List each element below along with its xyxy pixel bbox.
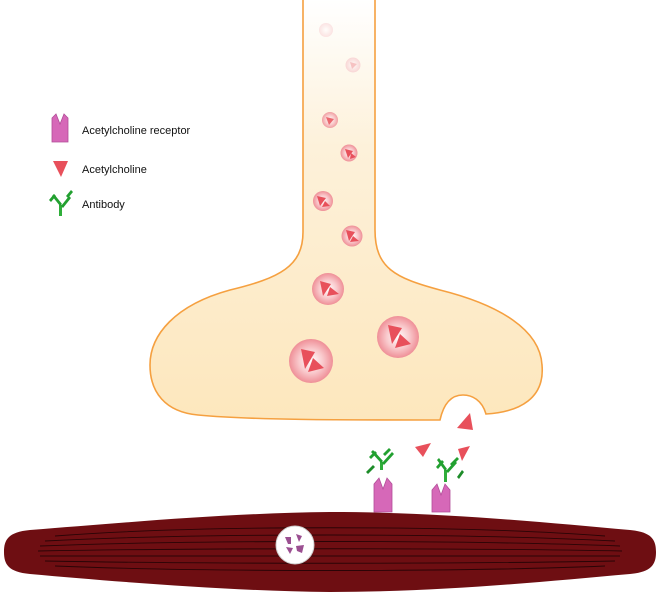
vesicle: [322, 112, 338, 128]
vesicle: [340, 144, 358, 162]
acetylcholine-receptor: [431, 483, 451, 513]
axon-terminal: [150, 0, 543, 420]
vesicle: [345, 57, 361, 73]
axon-membrane: [149, 0, 543, 421]
acetylcholine-receptor: [373, 477, 393, 513]
receptor-icon: [51, 113, 69, 143]
legend: Acetylcholine receptor Acetylcholine Ant…: [49, 113, 191, 216]
acetylcholine-molecule: [457, 413, 473, 430]
acetylcholine-molecule: [415, 443, 431, 457]
antibody: [436, 457, 464, 482]
vesicle: [319, 23, 333, 37]
vesicle: [289, 339, 333, 383]
muscle-fiber: [4, 512, 656, 592]
legend-label-receptor: Acetylcholine receptor: [82, 125, 191, 137]
antibody: [366, 448, 394, 474]
vesicle: [341, 225, 363, 247]
acetylcholine-molecule: [458, 446, 470, 461]
vesicle: [377, 316, 419, 358]
legend-label-antibody: Antibody: [82, 199, 125, 211]
antibody-icon: [49, 190, 73, 216]
acetylcholine-icon: [53, 161, 68, 177]
nucleus: [275, 525, 315, 565]
vesicle: [312, 273, 344, 305]
vesicle: [313, 191, 333, 211]
legend-label-acetylcholine: Acetylcholine: [82, 164, 147, 176]
muscle-striations: [37, 527, 623, 571]
